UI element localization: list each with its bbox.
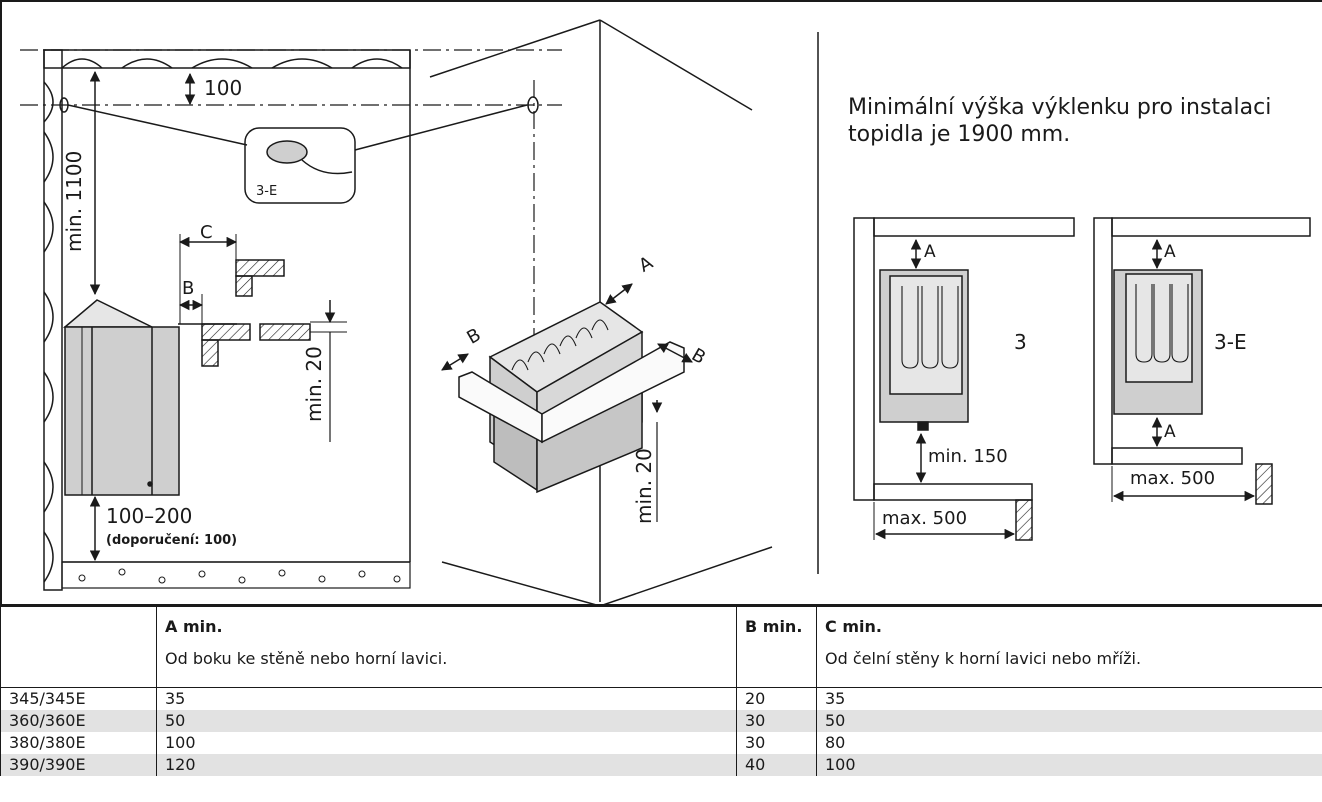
label-model-3: 3 [1014, 330, 1027, 354]
dim-min-1100-label: min. 1100 [62, 150, 86, 252]
dim-min-150-label: min. 150 [928, 446, 1008, 467]
cell-b: 20 [736, 687, 817, 710]
clearance-table: A min. Od boku ke stěně nebo horní lavici… [0, 606, 1322, 776]
sensor-label: 3-E [256, 184, 278, 199]
header-b: B min. [736, 606, 817, 688]
dim-max-500-left-label: max. 500 [882, 508, 968, 529]
dim-max-500-right-label: max. 500 [1130, 468, 1216, 489]
cell-c: 50 [816, 710, 1322, 732]
label-model-3e: 3-E [1214, 330, 1247, 354]
table-row: 390/390E 120 40 100 [0, 754, 1322, 776]
cell-b: 30 [736, 710, 817, 732]
note-line-1: Minimální výška výklenku pro instalaci [848, 95, 1272, 120]
header-c: C min. Od čelní stěny k horní lavici nebo… [816, 606, 1322, 688]
label-a-top-3e: A [1164, 242, 1176, 262]
header-a-desc: Od boku ke stěně nebo horní lavici. [165, 649, 448, 668]
cell-model: 360/360E [0, 710, 157, 732]
cell-c: 80 [816, 732, 1322, 754]
cell-b: 30 [736, 732, 817, 754]
dim-floor-note: (doporučení: 100) [106, 533, 238, 548]
label-a-top-3: A [924, 242, 936, 262]
cell-b: 40 [736, 754, 817, 776]
table-row: 360/360E 50 30 50 [0, 710, 1322, 732]
cell-a: 50 [156, 710, 737, 732]
header-model [0, 606, 157, 688]
dim-ceiling-label: 100 [204, 76, 243, 100]
cell-model: 390/390E [0, 754, 157, 776]
cell-c: 100 [816, 754, 1322, 776]
cell-a: 35 [156, 687, 737, 710]
header-c-title: C min. [825, 617, 882, 636]
cell-a: 120 [156, 754, 737, 776]
header-c-desc: Od čelní stěny k horní lavici nebo mříži… [825, 649, 1142, 668]
table-row: 380/380E 100 30 80 [0, 732, 1322, 754]
cell-a: 100 [156, 732, 737, 754]
dim-floor-label: 100–200 [106, 504, 193, 528]
cell-model: 345/345E [0, 687, 157, 710]
installation-diagram [20, 19, 1311, 606]
header-a: A min. Od boku ke stěně nebo horní lavici… [156, 606, 737, 688]
label-a-bottom-3e: A [1164, 422, 1176, 442]
niche-height-note: Minimální výška výklenku pro instalaci t… [848, 94, 1271, 148]
cell-model: 380/380E [0, 732, 157, 754]
header-b-title: B min. [745, 617, 803, 636]
label-b: B [182, 278, 195, 299]
table-header-row: A min. Od boku ke stěně nebo horní lavici… [0, 606, 1322, 688]
note-line-2: topidla je 1900 mm. [848, 122, 1071, 147]
label-c: C [200, 222, 213, 243]
installation-figure: 100 min. 1100 3-E C B min. 20 100–200 (d… [0, 0, 1322, 606]
header-a-title: A min. [165, 617, 223, 636]
side-view [20, 49, 562, 591]
niche-plans [853, 217, 1311, 541]
dim-min-20-left-label: min. 20 [302, 346, 326, 422]
dim-min-20-iso-label: min. 20 [632, 448, 656, 524]
table-row: 345/345E 35 20 35 [0, 687, 1322, 710]
cell-c: 35 [816, 687, 1322, 710]
isometric-view [429, 19, 773, 606]
